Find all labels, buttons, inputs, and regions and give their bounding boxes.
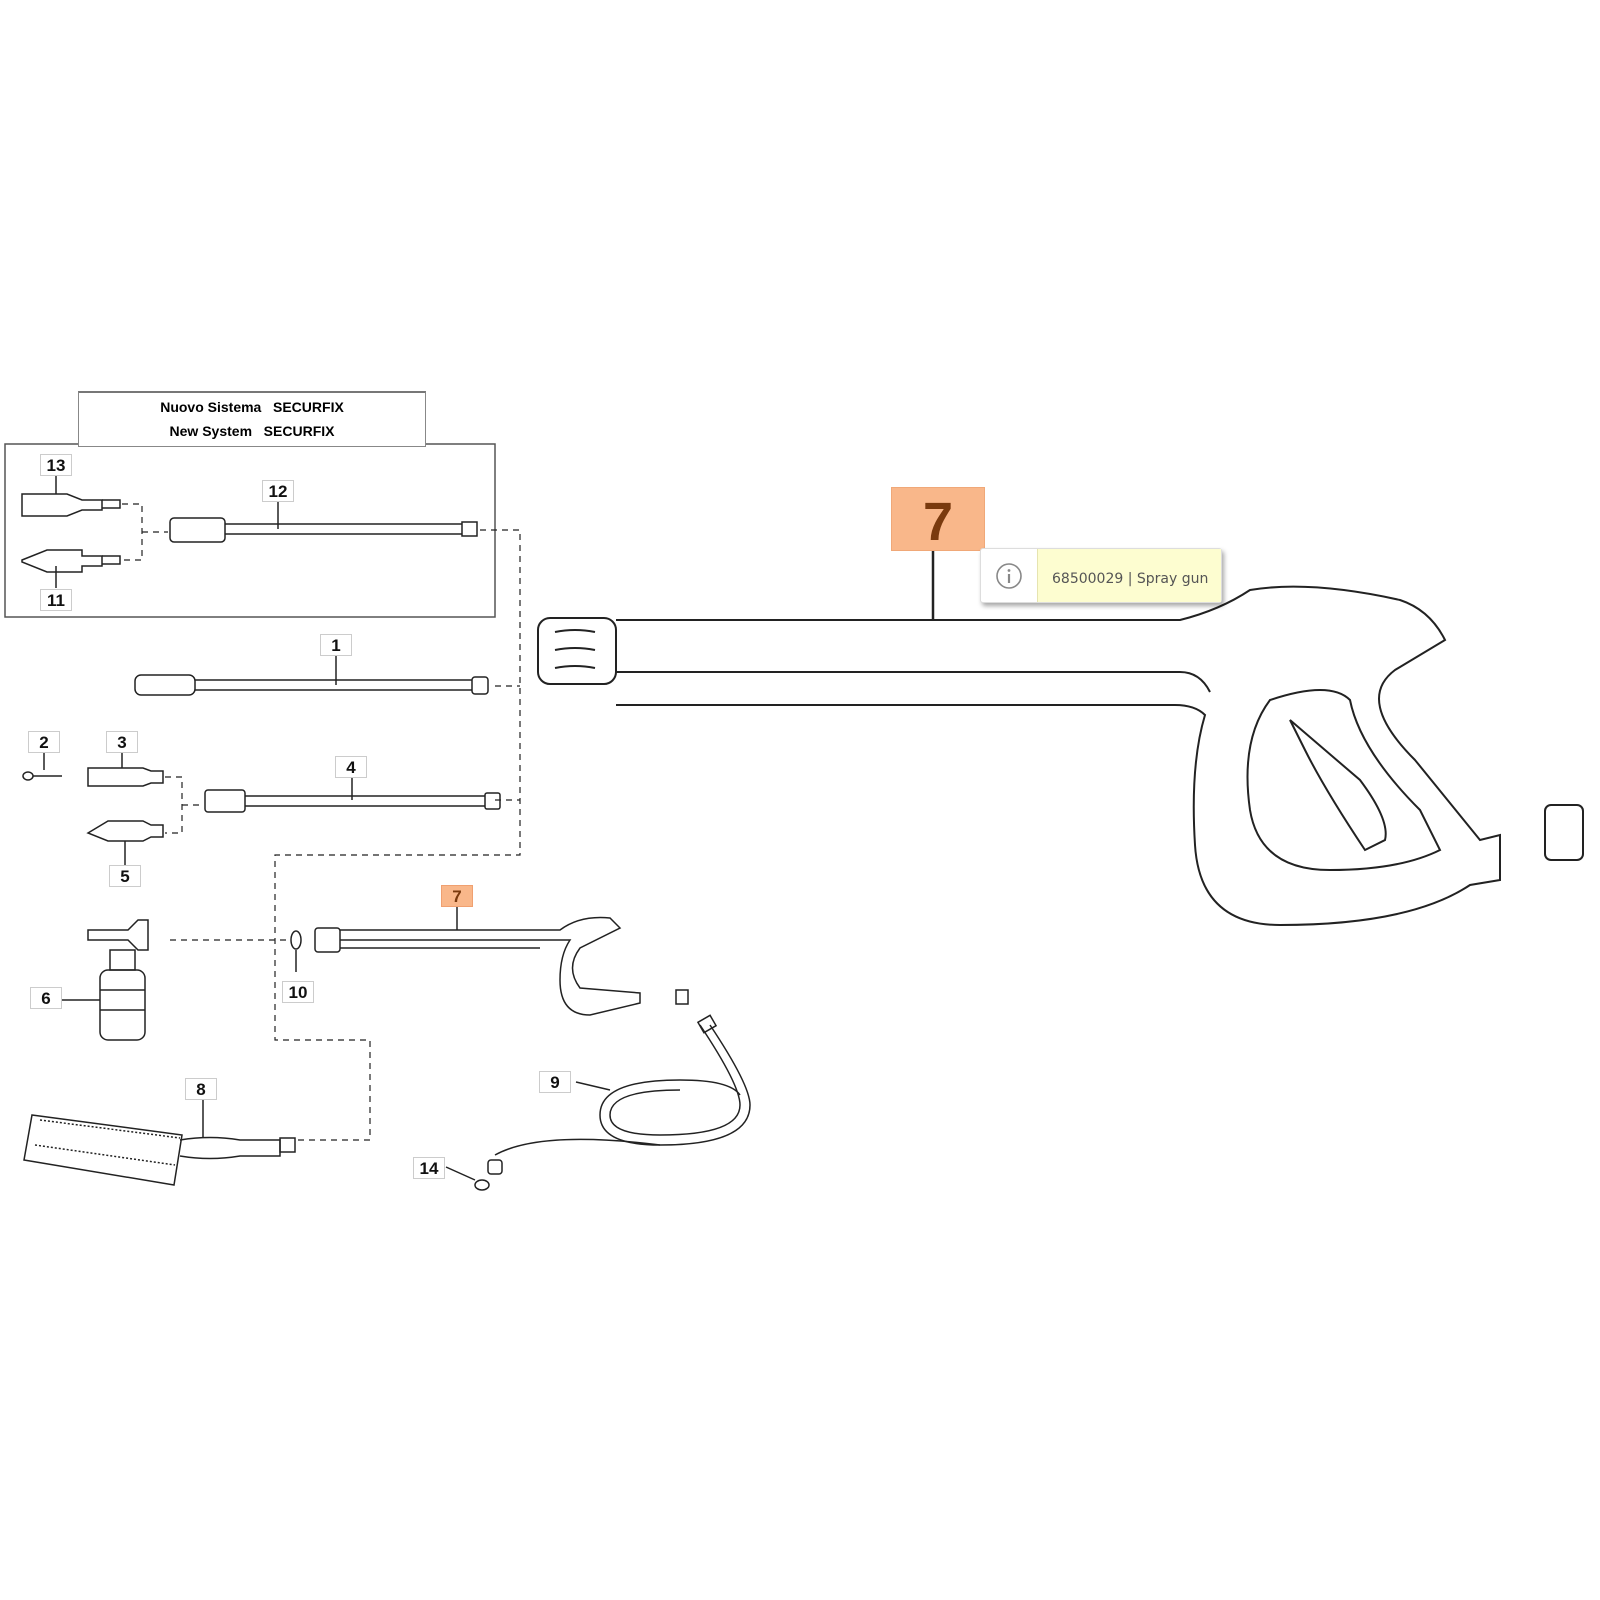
part-tooltip: 68500029 | Spray gun: [980, 548, 1222, 603]
oring-14[interactable]: [474, 1179, 490, 1191]
callout-8[interactable]: 8: [185, 1078, 217, 1100]
callout-7-selected[interactable]: 7: [441, 885, 473, 907]
callout-3[interactable]: 3: [106, 731, 138, 753]
spray-gun-7-large[interactable]: [537, 585, 1584, 927]
callout-11[interactable]: 11: [40, 589, 72, 611]
nozzle-5[interactable]: [86, 820, 164, 842]
part-2-oring[interactable]: [22, 771, 62, 781]
callout-10[interactable]: 10: [282, 981, 314, 1003]
hose-9[interactable]: [487, 1014, 751, 1175]
callout-6[interactable]: 6: [30, 987, 62, 1009]
callout-9[interactable]: 9: [539, 1071, 571, 1093]
header-line-en: New System SECURFIX: [169, 423, 335, 439]
connector-lines: [122, 503, 521, 1141]
lance-4[interactable]: [204, 789, 501, 813]
oring-10[interactable]: [290, 930, 302, 950]
callout-4[interactable]: 4: [335, 756, 367, 778]
info-icon: [981, 549, 1038, 602]
nozzle-13[interactable]: [21, 493, 121, 517]
brush-8[interactable]: [23, 1114, 296, 1186]
zoomed-callout-7[interactable]: 7: [891, 487, 985, 552]
callout-2[interactable]: 2: [28, 731, 60, 753]
spray-gun-7-small[interactable]: [314, 916, 689, 1016]
lance-1[interactable]: [134, 674, 489, 696]
callout-5[interactable]: 5: [109, 865, 141, 887]
tooltip-text: 68500029 | Spray gun: [1038, 549, 1221, 602]
callout-1[interactable]: 1: [320, 634, 352, 656]
lance-12[interactable]: [169, 517, 478, 543]
securfix-frame: [4, 443, 496, 618]
callout-14[interactable]: 14: [413, 1157, 445, 1179]
callout-13[interactable]: 13: [40, 454, 72, 476]
nozzle-3[interactable]: [87, 767, 164, 787]
callout-12[interactable]: 12: [262, 480, 294, 502]
nozzle-11[interactable]: [21, 549, 121, 573]
securfix-header: Nuovo Sistema SECURFIX New System SECURF…: [78, 391, 426, 447]
header-line-it: Nuovo Sistema SECURFIX: [160, 399, 344, 415]
foam-bottle-6[interactable]: [87, 919, 149, 1041]
